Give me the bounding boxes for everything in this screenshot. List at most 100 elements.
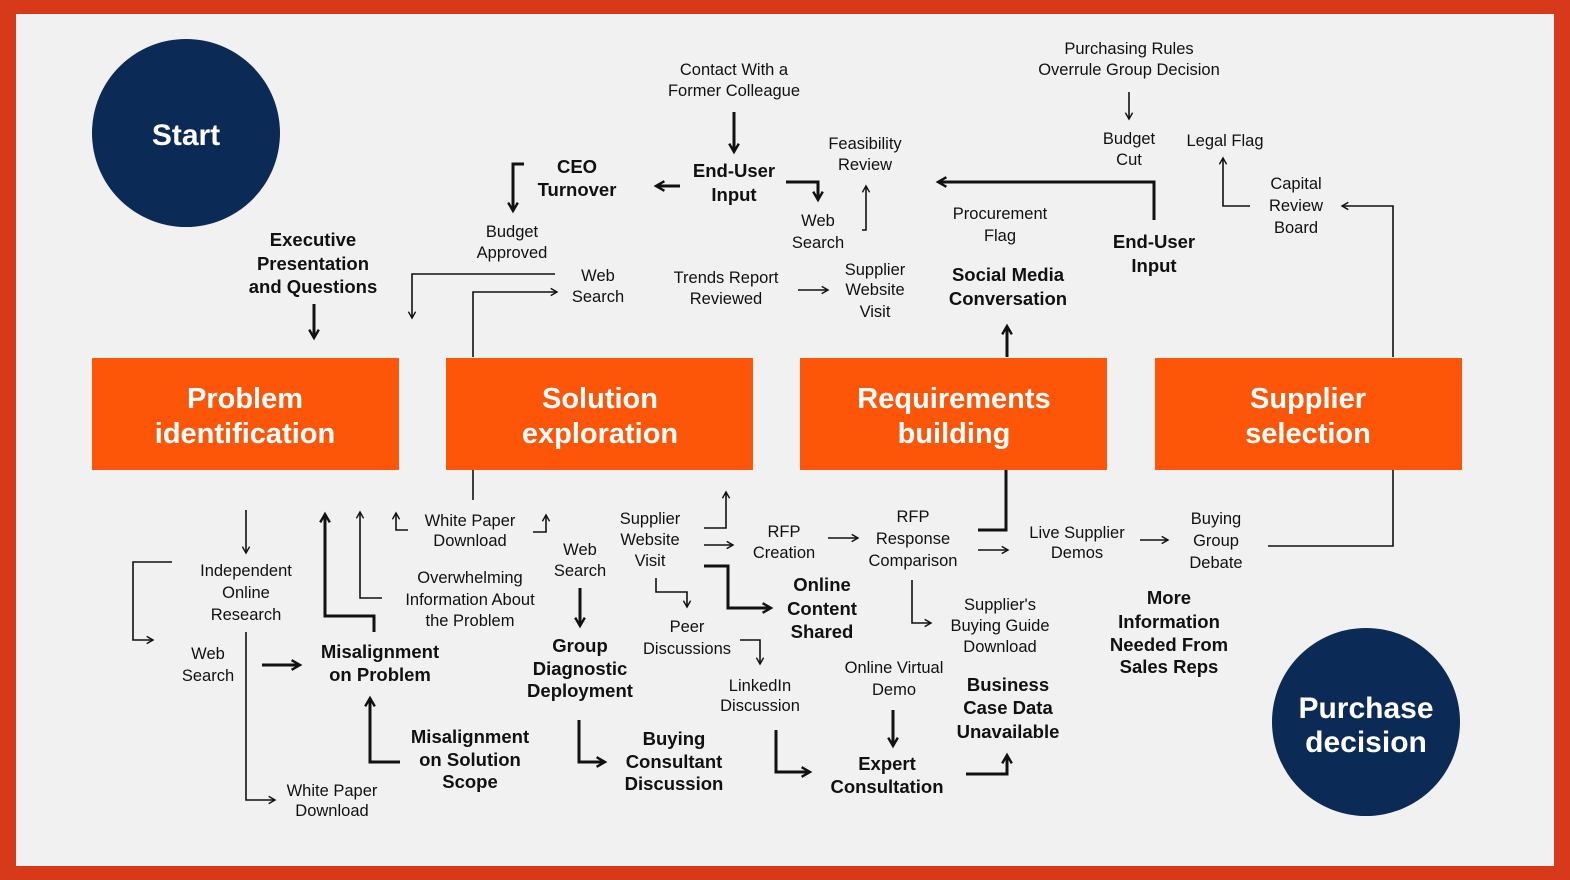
label-line: Web xyxy=(581,267,615,285)
arrow xyxy=(786,180,818,200)
arrow xyxy=(355,510,382,599)
arrow xyxy=(472,287,559,357)
label-online-virtual-demo: Online Virtual Demo xyxy=(845,659,944,699)
label-line: Discussion xyxy=(720,697,800,715)
label-group-diagnostic: Group Diagnostic Deployment xyxy=(527,635,633,701)
label-line: Deployment xyxy=(527,680,633,701)
label-line: Buying xyxy=(1191,510,1241,528)
label-line: Website xyxy=(620,531,679,549)
arrow xyxy=(704,490,731,529)
label-line: Budget xyxy=(486,223,539,241)
stage-label: selection xyxy=(1245,418,1371,450)
label-line: Web xyxy=(191,645,225,663)
label-procurement-flag: Procurement Flag xyxy=(953,205,1048,245)
label-line: End-User xyxy=(693,160,775,181)
label-white-paper-left: White Paper Download xyxy=(287,782,378,820)
label-line: Supplier xyxy=(845,261,906,279)
label-line: Online xyxy=(793,574,851,595)
purchase-decision-node: Purchase decision xyxy=(1272,628,1460,816)
label-line: Information xyxy=(1118,611,1220,632)
label-line: Online Virtual xyxy=(845,659,944,677)
label-line: Review xyxy=(838,156,892,174)
label-line: Research xyxy=(211,606,282,624)
label-misalignment-problem: Misalignment on Problem xyxy=(321,641,439,685)
label-line: Information About xyxy=(405,591,535,609)
label-line: Input xyxy=(711,184,756,205)
arrow xyxy=(966,755,1007,776)
stage-box xyxy=(800,358,1107,470)
label-peer-discussions: Peer Discussions xyxy=(643,618,731,658)
label-line: Board xyxy=(1274,219,1318,237)
label-line: Diagnostic xyxy=(533,658,628,679)
label-contact-colleague: Contact With a Former Colleague xyxy=(668,61,800,100)
label-line: RFP xyxy=(768,523,801,541)
label-line: Flag xyxy=(984,227,1016,245)
label-linkedin-discussion: LinkedIn Discussion xyxy=(720,677,800,715)
label-line: Procurement xyxy=(953,205,1048,223)
label-line: Visit xyxy=(635,552,666,570)
arrow xyxy=(1340,201,1394,357)
label-buying-group-debate: Buying Group Debate xyxy=(1189,510,1242,572)
label-supplier-website-bottom: Supplier Website Visit xyxy=(620,510,681,570)
label-feasibility-review: Feasibility Review xyxy=(828,135,902,174)
start-circle xyxy=(92,39,280,227)
label-line: Creation xyxy=(753,544,815,562)
label-line: Executive xyxy=(270,229,356,250)
label-line: Expert xyxy=(858,753,916,774)
label-line: Overrule Group Decision xyxy=(1038,61,1220,79)
label-line: Online xyxy=(222,584,270,602)
label-line: Presentation xyxy=(257,253,369,274)
stage-supplier-selection: Supplier selection xyxy=(1155,358,1462,470)
arrow xyxy=(938,182,1156,220)
connectors-bottom xyxy=(132,470,1394,805)
label-ceo-turnover: CEO Turnover xyxy=(538,156,617,200)
stage-box xyxy=(446,358,753,470)
label-line: Group xyxy=(552,635,608,656)
arrow xyxy=(391,511,408,531)
label-overwhelming-information: Overwhelming Information About the Probl… xyxy=(405,569,535,630)
label-line: Web xyxy=(563,541,597,559)
label-line: Budget xyxy=(1103,130,1156,148)
label-executive-presentation: Executive Presentation and Questions xyxy=(249,229,378,297)
label-line: Conversation xyxy=(949,288,1067,309)
label-line: Download xyxy=(433,532,506,550)
arrow xyxy=(577,720,605,762)
arrow xyxy=(740,639,765,666)
purchase-circle xyxy=(1272,628,1460,816)
label-web-search-top: Web Search xyxy=(792,212,844,252)
label-line: Scope xyxy=(442,771,498,792)
arrow xyxy=(132,561,172,645)
label-line: Discussion xyxy=(625,773,724,794)
label-line: and Questions xyxy=(249,276,378,297)
label-line: Comparison xyxy=(869,552,958,570)
label-line: RFP xyxy=(897,508,930,526)
label-expert-consultation: Expert Consultation xyxy=(830,753,943,797)
label-line: Supplier xyxy=(620,510,681,528)
label-line: Sales Reps xyxy=(1120,656,1219,677)
label-web-search-left: Web Search xyxy=(182,645,234,685)
label-line: Case Data xyxy=(963,697,1053,718)
label-line: Misalignment xyxy=(411,726,529,747)
label-line: Misalignment xyxy=(321,641,439,662)
label-line: More xyxy=(1147,587,1191,608)
label-end-user-input: End-User Input xyxy=(693,160,775,205)
arrow xyxy=(245,632,277,805)
label-line: Former Colleague xyxy=(668,82,800,100)
label-line: Purchasing Rules xyxy=(1064,40,1193,58)
stage-label: exploration xyxy=(522,418,678,450)
arrow xyxy=(861,184,871,231)
label-line: Debate xyxy=(1189,554,1242,572)
label-legal-flag: Legal Flag xyxy=(1186,132,1263,150)
label-line: Search xyxy=(792,234,844,252)
label-line: Capital xyxy=(1270,175,1321,193)
label-web-search-solution: Web Search xyxy=(572,267,624,306)
label-buying-guide: Supplier's Buying Guide Download xyxy=(950,596,1049,656)
label-line: Approved xyxy=(477,244,548,262)
label-line: Group xyxy=(1193,532,1239,550)
label-trends-report: Trends Report Reviewed xyxy=(674,269,779,308)
stage-label: Solution xyxy=(542,383,658,415)
label-line: Response xyxy=(876,530,950,548)
stage-label: building xyxy=(898,418,1011,450)
label-line: the Problem xyxy=(426,612,515,630)
